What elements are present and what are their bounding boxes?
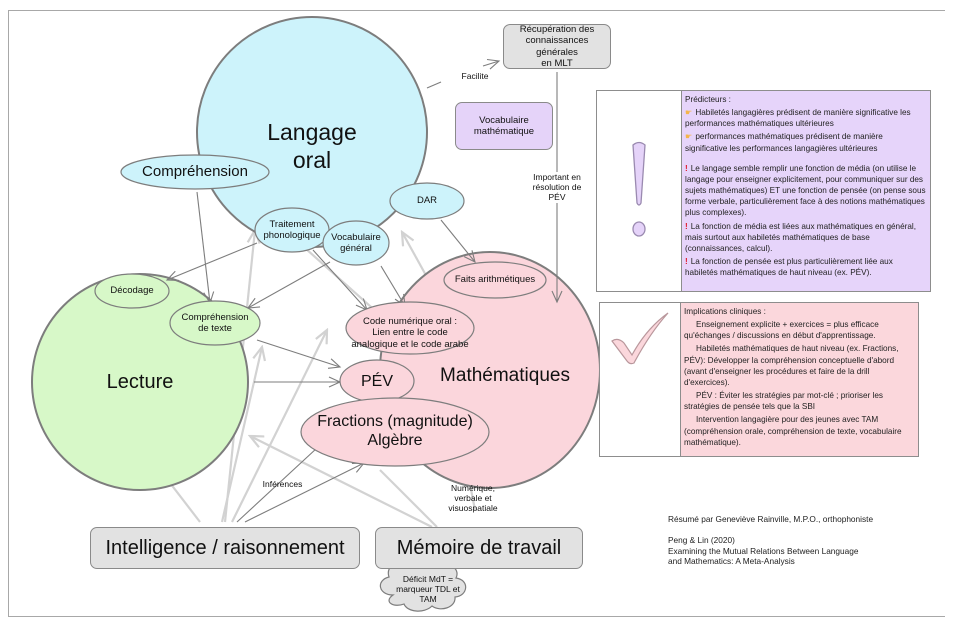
- fractions-node: [300, 397, 490, 467]
- important-pev-label: Important en résolution de PÉV: [522, 172, 592, 203]
- inferences-label: Inférences: [262, 479, 303, 489]
- arrow-vocab-code: [380, 265, 406, 308]
- decodage-node: [94, 273, 170, 309]
- memoire-label: Mémoire de travail: [396, 536, 562, 559]
- numerique-verbale-label: Numérique, verbale et visuospatiale: [448, 483, 498, 514]
- predicteurs-text: Prédicteurs : ☛Habiletés langagières pré…: [682, 91, 930, 291]
- fractions-label: Fractions (magnitude) Algèbre: [317, 413, 473, 450]
- implication-item: Habiletés mathématiques de haut niveau (…: [684, 344, 899, 387]
- reference-line: Peng & Lin (2020): [668, 534, 735, 545]
- lecture-label: Lecture: [106, 371, 174, 393]
- arrow-intelligence-fractions: [244, 462, 366, 523]
- arrow-facilite-head: [482, 58, 501, 70]
- predicteur-note: !Le langage semble remplir une fonction …: [685, 163, 926, 218]
- code-numerique-node: [345, 301, 475, 355]
- arrow-phono-decodage: [165, 242, 258, 281]
- dark-arrows: [165, 58, 563, 523]
- arrow-inferences: [236, 447, 318, 523]
- recuperation-box: Récupération des connaissances générales…: [503, 24, 611, 69]
- comprehension-node: [120, 154, 270, 190]
- vocabulaire-math-box: Vocabulaire mathématique: [455, 102, 553, 150]
- red-exclamation-icon: !: [685, 221, 688, 231]
- traitement-phonologique-label: Traitement phonologique: [263, 219, 321, 242]
- implication-item: Enseignement explicite + exercices = plu…: [684, 320, 879, 341]
- code-numerique-label: Code numérique oral : Lien entre le code…: [351, 316, 469, 350]
- intelligence-label: Intelligence / raisonnement: [105, 536, 345, 559]
- vocabulaire-general-node: [322, 220, 390, 266]
- pointing-hand-icon: ☛: [685, 108, 693, 118]
- deficit-mdt-label: Déficit MdT = marqueur TDL et TAM: [396, 574, 460, 605]
- faits-arithmetiques-label: Faits arithmétiques: [454, 274, 536, 285]
- predicteurs-panel: Prédicteurs : ☛Habiletés langagières pré…: [596, 90, 931, 292]
- predicteur-item: ☛performances mathématiques prédisent de…: [685, 132, 883, 153]
- dar-label: DAR: [416, 195, 438, 206]
- comprehension-texte-node: [169, 300, 261, 346]
- arrow-dar-faits: [440, 219, 476, 264]
- memoire-box: Mémoire de travail: [375, 527, 583, 569]
- predicteurs-icon-cell: [597, 91, 682, 291]
- credits: Résumé par Geneviève Rainville, M.P.O., …: [668, 514, 873, 567]
- decodage-label: Décodage: [110, 285, 154, 296]
- predicteur-note: !La fonction de média est liées aux math…: [685, 221, 917, 253]
- implications-title: Implications cliniques :: [684, 307, 766, 316]
- predicteur-item: ☛Habiletés langagières prédisent de mani…: [685, 108, 911, 129]
- arrow-memoire-maths: [379, 469, 438, 528]
- arrow-phono-code: [312, 249, 368, 311]
- intelligence-box: Intelligence / raisonnement: [90, 527, 360, 569]
- checkmark-icon: [611, 312, 669, 365]
- reference-line: Examining the Mutual Relations Between L…: [668, 545, 859, 556]
- comprehension-texte-label: Compréhension de texte: [181, 312, 249, 335]
- pointing-hand-icon: ☛: [685, 132, 693, 142]
- pev-label: PÉV: [360, 373, 393, 390]
- arrow-memoire-lecture: [250, 436, 433, 528]
- implication-item: Intervention langagière pour des jeunes …: [684, 415, 902, 447]
- vocabulaire-general-label: Vocabulaire général: [331, 232, 381, 255]
- red-exclamation-icon: !: [685, 163, 688, 173]
- implications-text: Implications cliniques : Enseignement ex…: [681, 303, 918, 456]
- predicteur-note: !La fonction de pensée est plus particul…: [685, 257, 893, 278]
- exclamation-icon: [632, 141, 646, 237]
- comprehension-label: Compréhension: [142, 163, 248, 180]
- arrow-intelligence-maths: [231, 330, 327, 523]
- dar-node: [389, 182, 465, 220]
- vocabulaire-math-label: Vocabulaire mathématique: [473, 114, 535, 137]
- recuperation-label: Récupération des connaissances générales…: [519, 23, 595, 69]
- canvas-frame: [8, 10, 945, 617]
- implication-item: PÉV : Éviter les stratégies par mot-clé …: [684, 391, 884, 412]
- mathematiques-label: Mathématiques: [440, 365, 570, 386]
- faits-arithmetiques-node: [443, 261, 547, 299]
- arrow-facilite: [426, 81, 442, 89]
- reference-line: and Mathematics: A Meta-Analysis: [668, 556, 795, 567]
- red-exclamation-icon: !: [685, 257, 688, 267]
- langage-oral-label: Langage oral: [267, 119, 357, 173]
- facilite-label: Facilite: [461, 71, 489, 81]
- implications-panel: Implications cliniques : Enseignement ex…: [599, 302, 919, 457]
- arrow-comptexte-pev: [256, 339, 342, 369]
- author-credit: Résumé par Geneviève Rainville, M.P.O., …: [668, 514, 874, 524]
- implications-icon-cell: [600, 303, 681, 456]
- predicteurs-title: Prédicteurs :: [685, 95, 731, 104]
- arrow-vocab-comptexte: [246, 261, 331, 309]
- arrow-comprehension-comptexte: [196, 191, 215, 305]
